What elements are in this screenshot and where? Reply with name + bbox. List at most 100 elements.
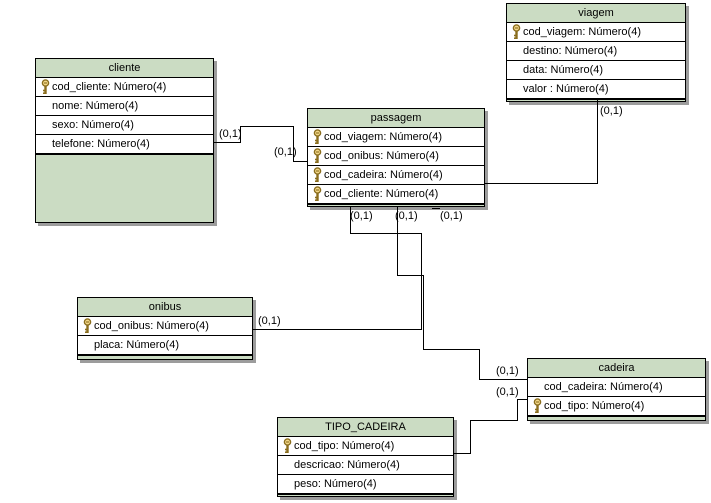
relationship-line-onibus-passagem[interactable] xyxy=(421,233,422,330)
relationship-line-tipo_cadeira-cadeira[interactable] xyxy=(470,420,471,454)
entity-table-viagem[interactable]: viagem cod_viagem: Número(4) destino: Núme… xyxy=(506,3,686,102)
relationship-line-passagem-cadeira[interactable] xyxy=(423,349,480,350)
primary-key-icon xyxy=(310,167,324,183)
field-row-passagem-0[interactable]: cod_viagem: Número(4) xyxy=(308,128,484,147)
field-row-passagem-3[interactable]: cod_cliente: Número(4) xyxy=(308,185,484,205)
field-row-viagem-2[interactable]: data: Número(4) xyxy=(507,61,685,80)
field-row-viagem-1[interactable]: destino: Número(4) xyxy=(507,42,685,61)
cardinality-label: (0,1) xyxy=(440,210,463,222)
relationship-line-viagem-passagem[interactable] xyxy=(432,208,440,209)
field-label: cod_viagem: Número(4) xyxy=(324,131,442,143)
field-row-viagem-3[interactable]: valor : Número(4) xyxy=(507,80,685,100)
field-label: cod_cliente: Número(4) xyxy=(52,81,167,93)
field-label: cod_cliente: Número(4) xyxy=(324,188,439,200)
relationship-line-passagem-cadeira[interactable] xyxy=(397,275,424,276)
field-row-cliente-1[interactable]: nome: Número(4) xyxy=(36,97,213,116)
key-slot-empty xyxy=(38,98,52,114)
table-title-cadeira[interactable]: cadeira xyxy=(528,359,705,378)
key-slot-empty xyxy=(38,136,52,152)
field-label: nome: Número(4) xyxy=(52,100,139,112)
field-label: cod_viagem: Número(4) xyxy=(523,26,641,38)
field-label: descricao: Número(4) xyxy=(294,459,400,471)
field-label: cod_onibus: Número(4) xyxy=(94,320,209,332)
primary-key-icon xyxy=(509,24,523,40)
primary-key-icon xyxy=(310,129,324,145)
field-label: cod_onibus: Número(4) xyxy=(324,150,439,162)
relationship-line-viagem-passagem[interactable] xyxy=(597,99,598,184)
entity-table-cadeira[interactable]: cadeira cod_cadeira: Número(4) cod_tipo: N… xyxy=(527,358,706,421)
table-title-tipo_cadeira[interactable]: TIPO_CADEIRA xyxy=(278,418,453,437)
relationship-line-passagem-cadeira[interactable] xyxy=(479,349,480,380)
relationship-line-tipo_cadeira-cadeira[interactable] xyxy=(517,399,518,421)
field-row-tipo_cadeira-0[interactable]: cod_tipo: Número(4) xyxy=(278,437,453,456)
key-slot-empty xyxy=(38,117,52,133)
primary-key-icon xyxy=(80,318,94,334)
field-row-cliente-2[interactable]: sexo: Número(4) xyxy=(36,116,213,135)
cardinality-label: (0,1) xyxy=(496,365,519,377)
field-label: placa: Número(4) xyxy=(94,339,179,351)
entity-table-onibus[interactable]: onibus cod_onibus: Número(4) placa: Número… xyxy=(77,297,253,360)
relationship-line-passagem-cadeira[interactable] xyxy=(397,206,398,276)
field-label: cod_cadeira: Número(4) xyxy=(324,169,443,181)
key-slot-empty xyxy=(530,379,544,395)
field-label: cod_cadeira: Número(4) xyxy=(544,381,663,393)
key-slot-empty xyxy=(280,457,294,473)
field-row-passagem-1[interactable]: cod_onibus: Número(4) xyxy=(308,147,484,166)
cardinality-label: (0,1) xyxy=(395,210,418,222)
table-title-onibus[interactable]: onibus xyxy=(78,298,252,317)
relationship-line-passagem-cadeira[interactable] xyxy=(423,275,424,350)
key-slot-empty xyxy=(509,62,523,78)
cardinality-label: (0,1) xyxy=(274,146,297,158)
relationship-line-tipo_cadeira-cadeira[interactable] xyxy=(453,453,471,454)
field-row-cadeira-0[interactable]: cod_cadeira: Número(4) xyxy=(528,378,705,397)
primary-key-icon xyxy=(310,186,324,202)
relationship-line-onibus-passagem[interactable] xyxy=(252,329,422,330)
relationship-line-cliente-passagem[interactable] xyxy=(240,126,241,143)
primary-key-icon xyxy=(530,398,544,414)
table-title-passagem[interactable]: passagem xyxy=(308,109,484,128)
field-row-tipo_cadeira-1[interactable]: descricao: Número(4) xyxy=(278,456,453,475)
cardinality-label: (0,1) xyxy=(219,128,242,140)
entity-table-passagem[interactable]: passagem cod_viagem: Número(4) cod_onibus:… xyxy=(307,108,485,207)
relationship-line-passagem-cadeira[interactable] xyxy=(479,379,528,380)
field-label: peso: Número(4) xyxy=(294,478,377,490)
entity-table-cliente[interactable]: cliente cod_cliente: Número(4) nome: Númer… xyxy=(35,58,214,223)
field-label: data: Número(4) xyxy=(523,64,604,76)
field-row-cliente-3[interactable]: telefone: Número(4) xyxy=(36,135,213,155)
cardinality-label: (0,1) xyxy=(600,105,623,117)
relationship-line-viagem-passagem[interactable] xyxy=(484,183,598,184)
relationship-line-cliente-passagem[interactable] xyxy=(240,126,294,127)
relationship-line-tipo_cadeira-cadeira[interactable] xyxy=(470,420,518,421)
entity-table-tipo_cadeira[interactable]: TIPO_CADEIRA cod_tipo: Número(4) descricao… xyxy=(277,417,454,497)
primary-key-icon xyxy=(310,148,324,164)
primary-key-icon xyxy=(280,438,294,454)
field-label: cod_tipo: Número(4) xyxy=(544,400,645,412)
relationship-line-cliente-passagem[interactable] xyxy=(213,142,241,143)
field-row-passagem-2[interactable]: cod_cadeira: Número(4) xyxy=(308,166,484,185)
field-label: valor : Número(4) xyxy=(523,83,609,95)
relationship-line-tipo_cadeira-cadeira[interactable] xyxy=(517,399,528,400)
field-label: sexo: Número(4) xyxy=(52,119,134,131)
cardinality-label: (0,1) xyxy=(350,210,373,222)
field-row-tipo_cadeira-2[interactable]: peso: Número(4) xyxy=(278,475,453,495)
key-slot-empty xyxy=(280,476,294,492)
field-row-cadeira-1[interactable]: cod_tipo: Número(4) xyxy=(528,397,705,417)
table-title-viagem[interactable]: viagem xyxy=(507,4,685,23)
relationship-line-cliente-passagem[interactable] xyxy=(293,161,308,162)
key-slot-empty xyxy=(80,337,94,353)
relationship-line-onibus-passagem[interactable] xyxy=(350,233,422,234)
key-slot-empty xyxy=(509,43,523,59)
key-slot-empty xyxy=(509,81,523,97)
cardinality-label: (0,1) xyxy=(258,315,281,327)
field-row-cliente-0[interactable]: cod_cliente: Número(4) xyxy=(36,78,213,97)
field-row-viagem-0[interactable]: cod_viagem: Número(4) xyxy=(507,23,685,42)
field-label: cod_tipo: Número(4) xyxy=(294,440,395,452)
cardinality-label: (0,1) xyxy=(496,386,519,398)
primary-key-icon xyxy=(38,79,52,95)
field-row-onibus-0[interactable]: cod_onibus: Número(4) xyxy=(78,317,252,336)
field-row-onibus-1[interactable]: placa: Número(4) xyxy=(78,336,252,356)
relationship-line-cliente-passagem[interactable] xyxy=(293,126,294,162)
relationship-line-onibus-passagem[interactable] xyxy=(350,206,351,234)
table-title-cliente[interactable]: cliente xyxy=(36,59,213,78)
